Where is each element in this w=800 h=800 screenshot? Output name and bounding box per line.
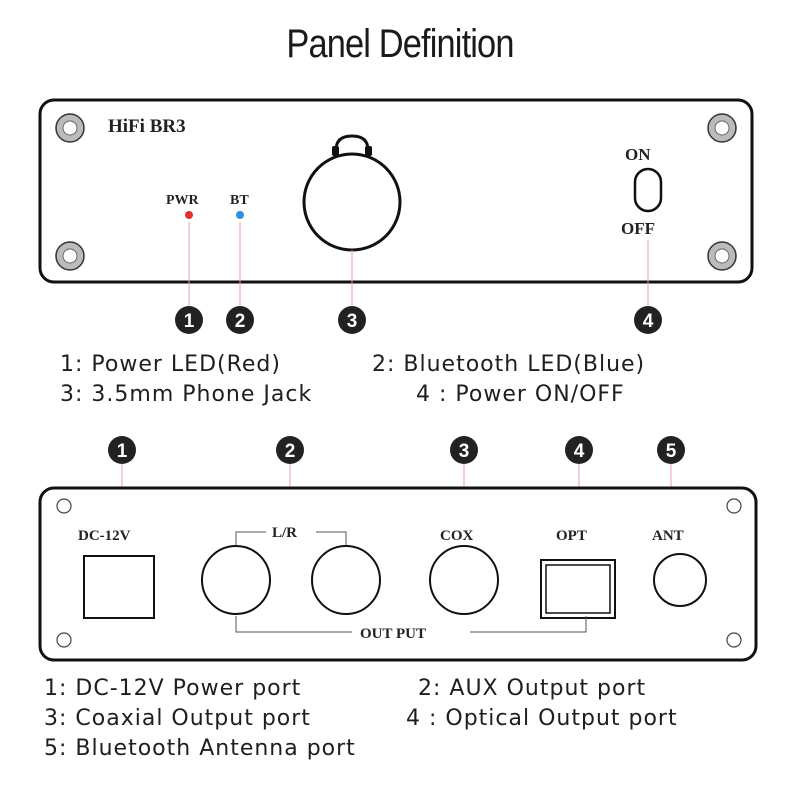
rear-legend-2: 2: AUX Output port bbox=[418, 676, 647, 701]
rear-legend-3: 3: Coaxial Output port bbox=[44, 706, 311, 731]
rear-callout-2: 2 bbox=[276, 436, 304, 464]
rear-callout-3: 3 bbox=[450, 436, 478, 464]
rear-legend-4: 4 : Optical Output port bbox=[406, 706, 678, 731]
dc-label: DC-12V bbox=[78, 528, 131, 544]
pwr-label: PWR bbox=[166, 193, 200, 208]
lr-label: L/R bbox=[272, 525, 297, 541]
off-label: OFF bbox=[621, 219, 655, 238]
rear-screw-top-left bbox=[56, 498, 72, 514]
rear-panel: DC-12V L/R COX OPT ANT OUT PUT bbox=[38, 486, 758, 662]
svg-text:3: 3 bbox=[347, 311, 358, 332]
front-legend-4: 4 : Power ON/OFF bbox=[416, 382, 625, 407]
coaxial-port[interactable] bbox=[429, 545, 499, 615]
front-callout-1: 1 bbox=[175, 306, 203, 334]
antenna-port[interactable] bbox=[653, 553, 707, 607]
rear-screw-top-right bbox=[726, 498, 742, 514]
svg-text:3: 3 bbox=[459, 441, 470, 462]
rear-screw-bottom-left bbox=[56, 632, 72, 648]
front-panel: HiFi BR3 PWR BT ON OFF bbox=[38, 98, 754, 284]
front-leader-lines bbox=[188, 222, 649, 306]
front-callout-2: 2 bbox=[226, 306, 254, 334]
phone-jack[interactable] bbox=[302, 152, 402, 252]
bt-led bbox=[236, 211, 244, 219]
opt-label: OPT bbox=[556, 528, 587, 544]
svg-text:5: 5 bbox=[666, 441, 677, 462]
aux-right-port[interactable] bbox=[311, 545, 381, 615]
on-label: ON bbox=[625, 145, 651, 164]
front-callout-4: 4 bbox=[634, 306, 662, 334]
rear-screw-bottom-right bbox=[726, 632, 742, 648]
page-title: Panel Definition bbox=[286, 22, 514, 66]
front-screw-top-right bbox=[707, 113, 737, 143]
front-screw-top-left bbox=[55, 113, 85, 143]
svg-text:4: 4 bbox=[643, 311, 654, 332]
power-switch[interactable] bbox=[633, 167, 663, 213]
rear-legend-1: 1: DC-12V Power port bbox=[44, 676, 302, 701]
rear-legend-5: 5: Bluetooth Antenna port bbox=[44, 736, 356, 761]
rear-callout-5: 5 bbox=[657, 436, 685, 464]
svg-text:1: 1 bbox=[117, 441, 128, 462]
output-label: OUT PUT bbox=[360, 626, 426, 642]
bt-label: BT bbox=[230, 193, 249, 208]
svg-text:1: 1 bbox=[184, 311, 195, 332]
headphone-icon bbox=[332, 134, 372, 156]
svg-text:2: 2 bbox=[235, 311, 246, 332]
optical-port[interactable] bbox=[545, 564, 611, 614]
dc-power-port[interactable] bbox=[83, 555, 155, 619]
cox-label: COX bbox=[440, 528, 474, 544]
aux-left-port[interactable] bbox=[201, 545, 271, 615]
brand-label: HiFi BR3 bbox=[108, 116, 186, 137]
front-screw-bottom-left bbox=[55, 241, 85, 271]
front-legend-3: 3: 3.5mm Phone Jack bbox=[60, 382, 313, 407]
rear-callouts: 1 2 3 4 5 bbox=[108, 436, 685, 464]
front-legend-1: 1: Power LED(Red) bbox=[60, 352, 281, 377]
rear-callout-1: 1 bbox=[108, 436, 136, 464]
svg-text:4: 4 bbox=[574, 441, 585, 462]
svg-text:2: 2 bbox=[285, 441, 296, 462]
front-callout-3: 3 bbox=[338, 306, 366, 334]
front-screw-bottom-right bbox=[707, 241, 737, 271]
ant-label: ANT bbox=[652, 528, 684, 544]
pwr-led bbox=[185, 211, 193, 219]
front-legend-2: 2: Bluetooth LED(Blue) bbox=[372, 352, 646, 377]
rear-callout-4: 4 bbox=[565, 436, 593, 464]
